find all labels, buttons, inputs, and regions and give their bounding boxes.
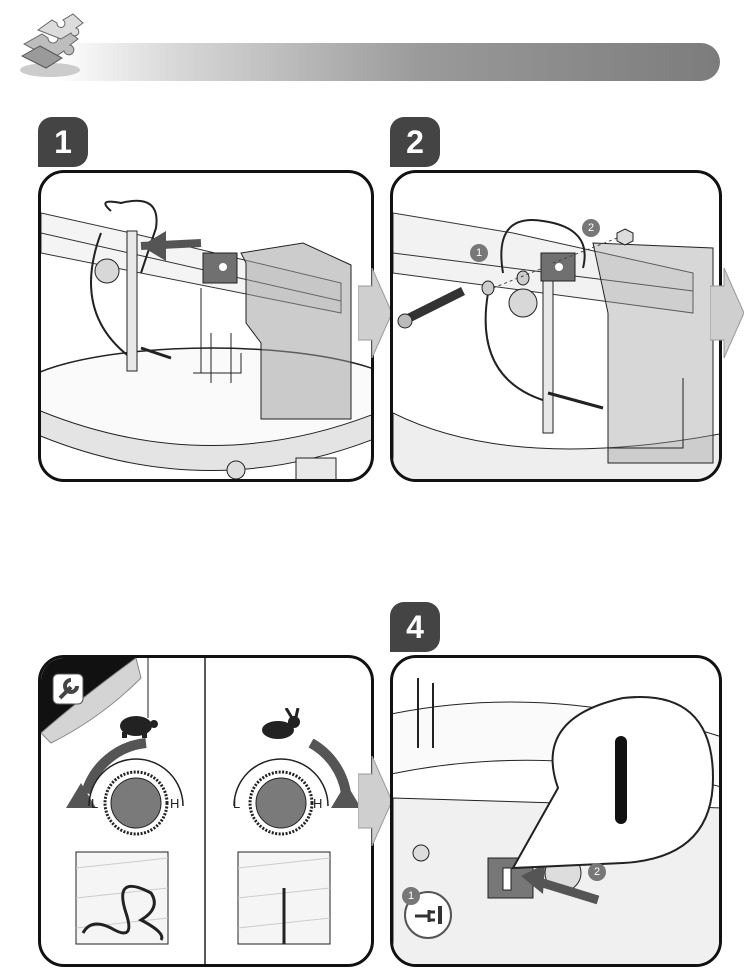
dial-high-label: H: [170, 796, 180, 811]
dial-low-label: L: [91, 796, 99, 811]
dial-high-label: H: [313, 796, 323, 811]
puzzle-pieces-icon: [14, 4, 94, 84]
step-2-illustration: [390, 170, 722, 482]
step-4-illustration: [390, 655, 722, 967]
dial-low-label: L: [233, 796, 241, 811]
callout-2: 2: [588, 863, 606, 881]
callout-1: 1: [402, 887, 420, 905]
wrench-icon: [51, 672, 85, 706]
plug-icon: [403, 888, 453, 942]
callout-2: 2: [582, 219, 600, 237]
next-step-arrow: [710, 268, 744, 358]
rabbit-icon: [258, 708, 304, 742]
step-1-badge: 1: [38, 117, 88, 167]
step-2-badge: 2: [390, 117, 440, 167]
speed-adjust-panel: L H L H: [38, 655, 374, 967]
step-1-illustration: [38, 170, 374, 482]
callout-1: 1: [470, 244, 488, 262]
turtle-icon: [114, 710, 160, 740]
next-step-arrow: [358, 756, 392, 846]
header-bar: [55, 43, 720, 81]
step-4-badge: 4: [390, 602, 440, 652]
next-step-arrow: [358, 268, 392, 358]
